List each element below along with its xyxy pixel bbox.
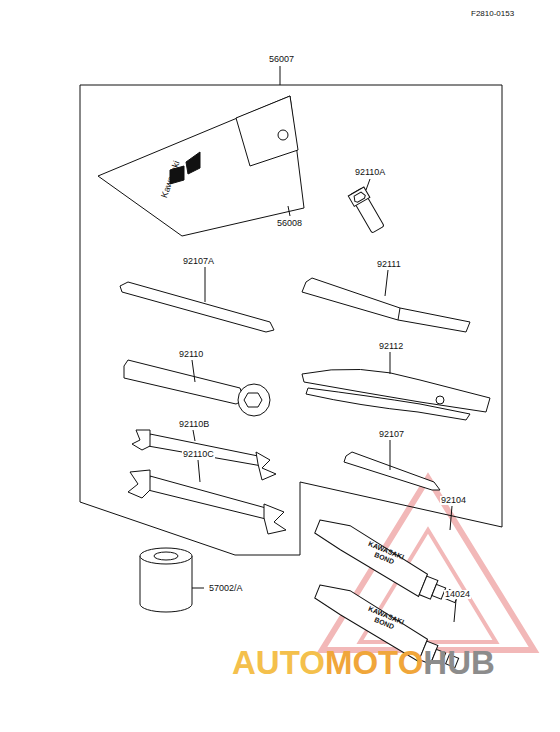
callout-number: 56007 <box>268 55 295 64</box>
watermark-text: MOTO <box>325 646 423 679</box>
callout-number: 92111 <box>376 260 402 269</box>
callout-number: 92110 <box>178 350 204 359</box>
callout-number: 92110B <box>178 420 210 429</box>
callout-number: 92112 <box>378 342 404 351</box>
tool-drawings <box>120 179 490 675</box>
callout-number: 92110C <box>182 450 215 459</box>
callout-number: 14024 <box>444 590 471 599</box>
tool-pouch <box>98 96 304 236</box>
callout-number: 92107A <box>182 257 215 266</box>
watermark-text: AUTO <box>232 646 325 679</box>
callout-number: 92107 <box>378 430 405 439</box>
group-outline <box>80 66 502 555</box>
brand-print: Kawasaki <box>160 160 182 199</box>
callout-number: 57002/A <box>208 584 244 593</box>
callout-number: 92110A <box>354 168 386 177</box>
callout-number: 92104 <box>440 496 467 505</box>
drawing-number: F2810-0153 <box>470 10 515 18</box>
callout-number: 56008 <box>276 219 303 228</box>
watermark-text: HUB <box>423 646 495 679</box>
